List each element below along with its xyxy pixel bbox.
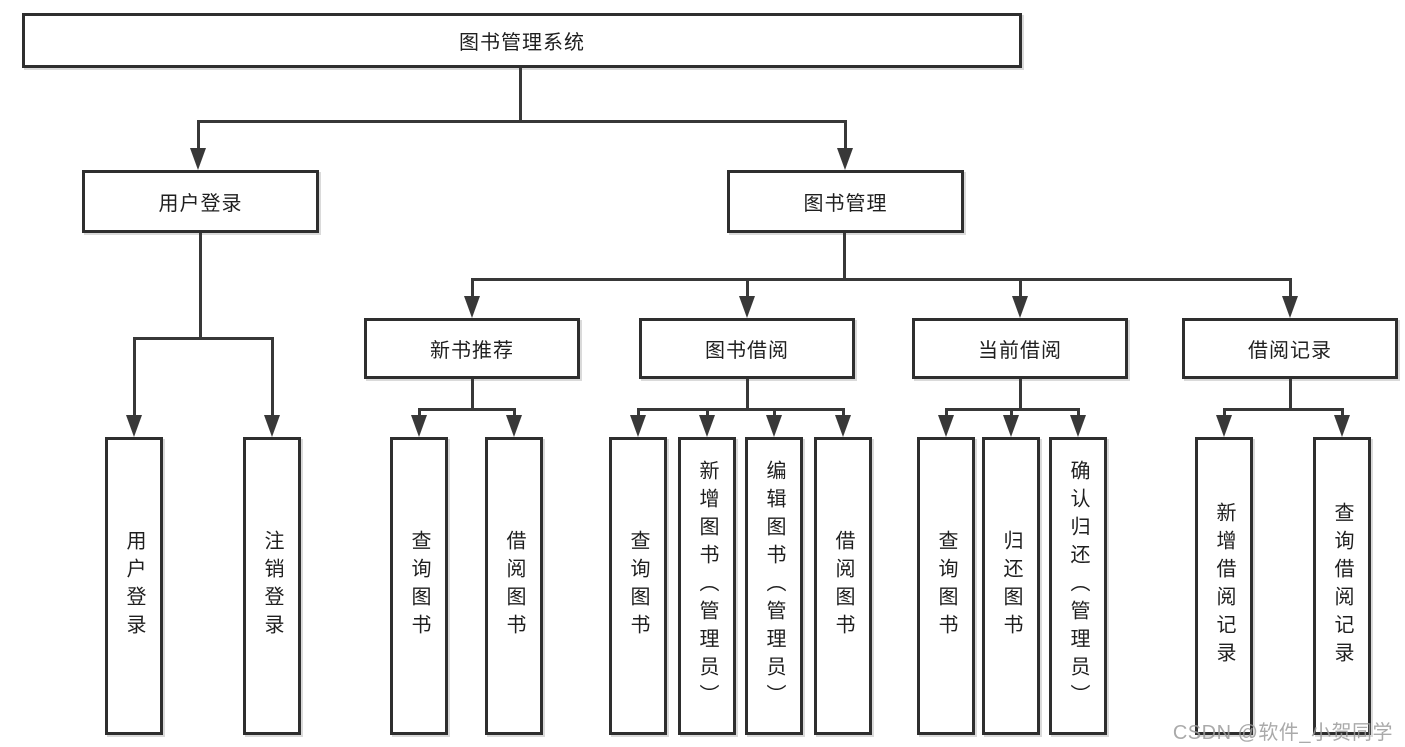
arrow-down-icon [835, 415, 851, 437]
arrow-down-icon [739, 296, 755, 318]
connector-vline [271, 337, 274, 421]
leaf-add-borrow-record-label: 新增借阅记录 [1213, 502, 1235, 670]
leaf-edit-book-admin-label: 编辑图书（管理员） [763, 460, 785, 712]
arrow-down-icon [938, 415, 954, 437]
connector-hline [133, 337, 274, 340]
arrow-down-icon [630, 415, 646, 437]
node-new-book-recommend: 新书推荐 [364, 318, 580, 379]
connector-vline [844, 120, 847, 154]
node-book-borrow-label: 图书借阅 [705, 340, 789, 362]
arrow-down-icon [264, 415, 280, 437]
arrow-down-icon [126, 415, 142, 437]
node-user-login: 用户登录 [82, 170, 319, 233]
leaf-query-books-current: 查询图书 [917, 437, 975, 735]
leaf-query-books-current-label: 查询图书 [935, 530, 957, 642]
connector-vline [1341, 408, 1344, 420]
node-root: 图书管理系统 [22, 13, 1022, 68]
leaf-query-borrow-record: 查询借阅记录 [1313, 437, 1371, 735]
node-current-borrow: 当前借阅 [912, 318, 1128, 379]
leaf-logout: 注销登录 [243, 437, 301, 735]
leaf-return-book-label: 归还图书 [1000, 530, 1022, 642]
leaf-query-books-borrow: 查询图书 [609, 437, 667, 735]
arrow-down-icon [1012, 296, 1028, 318]
node-root-label: 图书管理系统 [459, 32, 585, 54]
arrow-down-icon [1334, 415, 1350, 437]
leaf-user-login: 用户登录 [105, 437, 163, 735]
leaf-add-book-admin: 新增图书（管理员） [678, 437, 736, 735]
connector-hline [471, 278, 1291, 281]
connector-vline [197, 120, 200, 154]
node-borrow-records-label: 借阅记录 [1248, 340, 1332, 362]
arrow-down-icon [506, 415, 522, 437]
leaf-add-borrow-record: 新增借阅记录 [1195, 437, 1253, 735]
connector-vline [637, 408, 640, 420]
watermark-text: CSDN @软件_小贺同学 [1172, 722, 1393, 744]
leaf-edit-book-admin: 编辑图书（管理员） [745, 437, 803, 735]
connector-hline [197, 120, 847, 123]
leaf-logout-label: 注销登录 [261, 530, 283, 642]
connector-vline [746, 379, 749, 410]
leaf-return-book: 归还图书 [982, 437, 1040, 735]
leaf-query-books-recommend: 查询图书 [390, 437, 448, 735]
connector-vline [199, 233, 202, 339]
connector-vline [133, 337, 136, 421]
arrow-down-icon [464, 296, 480, 318]
connector-hline [1223, 408, 1344, 411]
leaf-borrow-books-borrow-label: 借阅图书 [832, 530, 854, 642]
arrow-down-icon [837, 148, 853, 170]
connector-vline [945, 408, 948, 420]
connector-vline [842, 408, 845, 420]
connector-vline [1289, 379, 1292, 410]
leaf-borrow-books-recommend: 借阅图书 [485, 437, 543, 735]
leaf-borrow-books-borrow: 借阅图书 [814, 437, 872, 735]
arrow-down-icon [699, 415, 715, 437]
arrow-down-icon [766, 415, 782, 437]
leaf-confirm-return-admin-label: 确认归还（管理员） [1067, 460, 1089, 712]
leaf-user-login-label: 用户登录 [123, 530, 145, 642]
arrow-down-icon [190, 148, 206, 170]
connector-vline [706, 408, 709, 420]
connector-vline [843, 233, 846, 280]
arrow-down-icon [1282, 296, 1298, 318]
connector-vline [1289, 278, 1292, 300]
arrow-down-icon [1070, 415, 1086, 437]
node-book-borrow: 图书借阅 [639, 318, 855, 379]
leaf-borrow-books-recommend-label: 借阅图书 [503, 530, 525, 642]
connector-vline [746, 278, 749, 300]
node-new-book-recommend-label: 新书推荐 [430, 340, 514, 362]
node-current-borrow-label: 当前借阅 [978, 340, 1062, 362]
connector-vline [471, 278, 474, 300]
leaf-confirm-return-admin: 确认归还（管理员） [1049, 437, 1107, 735]
leaf-query-borrow-record-label: 查询借阅记录 [1331, 502, 1353, 670]
leaf-query-books-recommend-label: 查询图书 [408, 530, 430, 642]
connector-vline [1223, 408, 1226, 420]
connector-vline [513, 408, 516, 420]
leaf-query-books-borrow-label: 查询图书 [627, 530, 649, 642]
leaf-add-book-admin-label: 新增图书（管理员） [696, 460, 718, 712]
node-book-management-label: 图书管理 [803, 193, 888, 215]
connector-vline [471, 379, 474, 410]
arrow-down-icon [1216, 415, 1232, 437]
connector-vline [1010, 408, 1013, 420]
arrow-down-icon [411, 415, 427, 437]
connector-hline [637, 408, 845, 411]
connector-hline [418, 408, 516, 411]
connector-vline [1019, 379, 1022, 410]
connector-vline [1019, 278, 1022, 300]
connector-vline [773, 408, 776, 420]
arrow-down-icon [1003, 415, 1019, 437]
connector-vline [418, 408, 421, 420]
node-user-login-label: 用户登录 [158, 193, 243, 215]
node-borrow-records: 借阅记录 [1182, 318, 1398, 379]
connector-vline [519, 68, 522, 122]
connector-vline [1077, 408, 1080, 420]
node-book-management: 图书管理 [727, 170, 964, 233]
